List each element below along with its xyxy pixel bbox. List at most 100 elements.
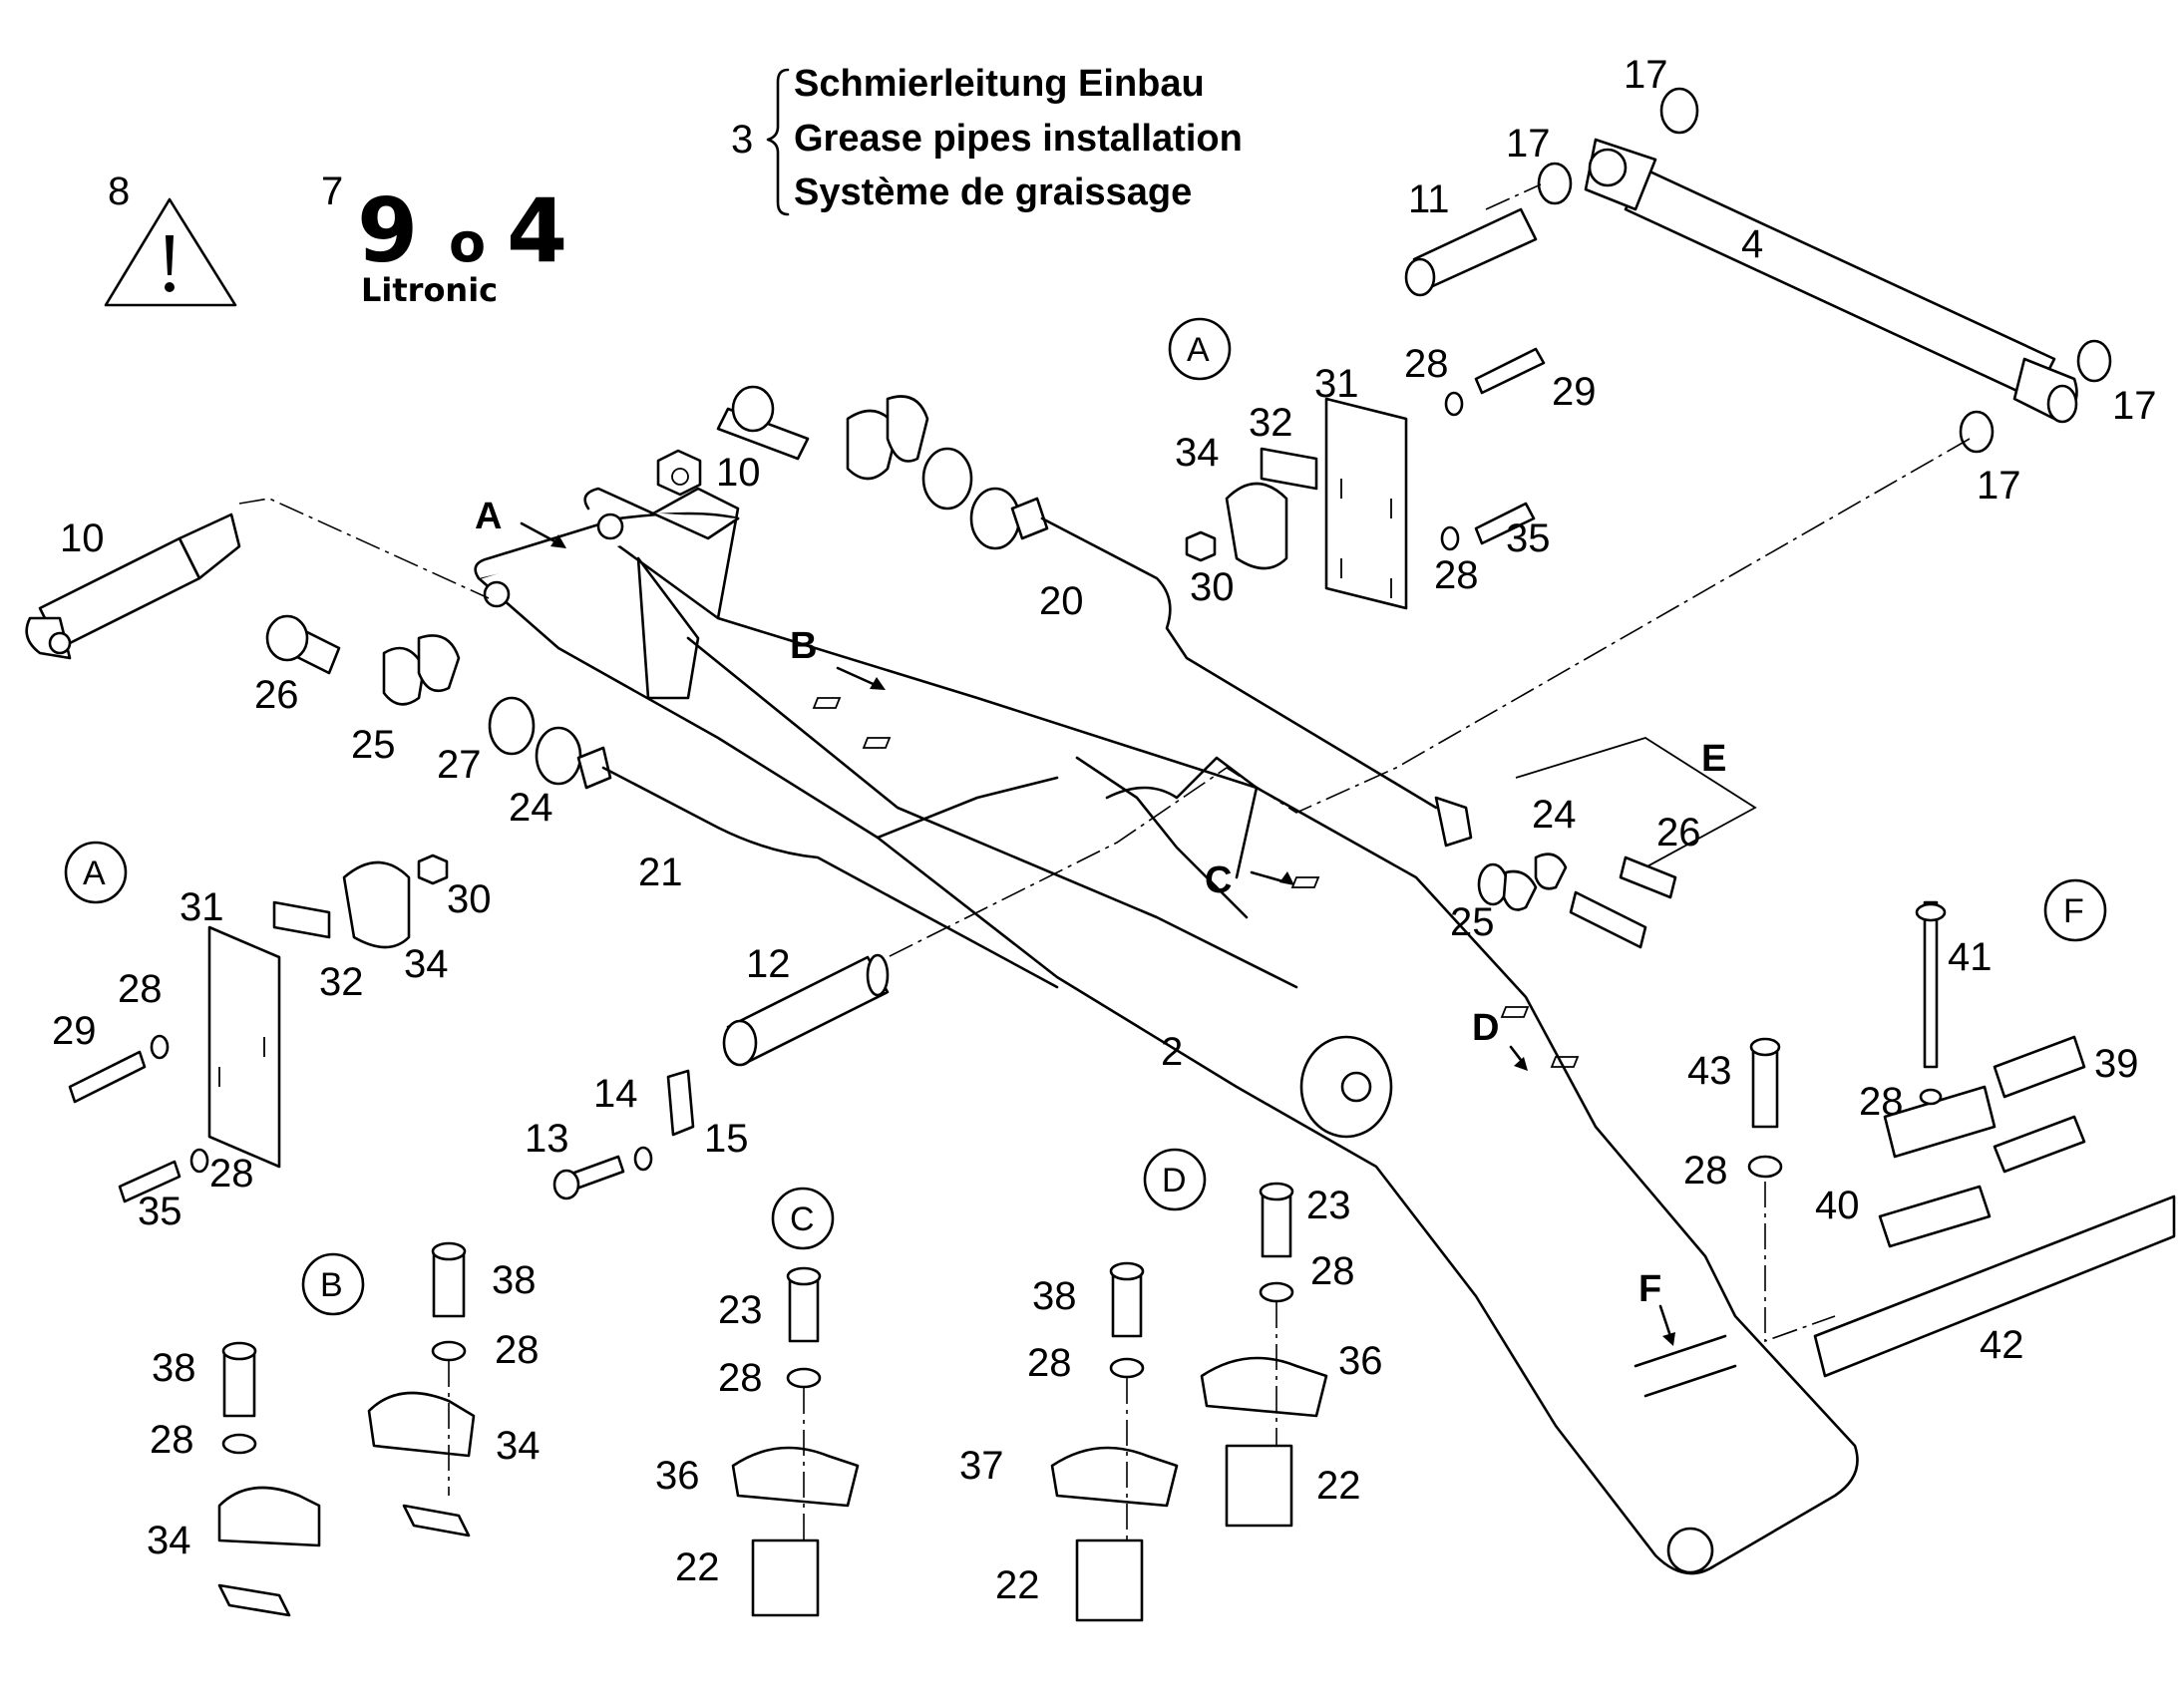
block-22b xyxy=(1075,1538,1144,1622)
grease-nipple xyxy=(1569,890,1647,949)
clamp-36a xyxy=(731,1446,860,1508)
callout-28: 28 xyxy=(209,1152,254,1196)
washer-28j xyxy=(1109,1357,1145,1379)
clamp-36b xyxy=(1200,1356,1328,1418)
bolt-23b xyxy=(1261,1190,1292,1258)
callout-28: 28 xyxy=(1683,1149,1728,1193)
callout-39: 39 xyxy=(2094,1042,2139,1086)
pipe-21 xyxy=(601,766,1059,989)
clamp-34d xyxy=(367,1391,476,1458)
exclamation-mark xyxy=(166,235,174,275)
callout-20: 20 xyxy=(1039,579,1084,623)
flange-assembly-lower xyxy=(265,614,1059,989)
flange-25-b xyxy=(417,634,461,693)
detail-a-top xyxy=(1185,347,1546,610)
callout-38: 38 xyxy=(1032,1274,1077,1318)
callout-24: 24 xyxy=(1532,793,1577,837)
block-32a xyxy=(1260,447,1318,491)
callout-36: 36 xyxy=(655,1454,700,1498)
callout-13: 13 xyxy=(525,1117,569,1161)
callout-28: 28 xyxy=(1434,553,1479,597)
callout-34: 34 xyxy=(404,942,449,986)
callout-14: 14 xyxy=(593,1072,638,1116)
bolt-43 xyxy=(1751,1045,1779,1129)
pointer-arrows xyxy=(520,521,1675,1346)
bolt-38b xyxy=(432,1249,466,1318)
block-32b xyxy=(272,900,331,939)
callout-17: 17 xyxy=(1624,53,1668,97)
callout-29: 29 xyxy=(52,1009,97,1053)
washer-28e xyxy=(1919,1088,1943,1106)
block-22a xyxy=(751,1538,820,1617)
washer-28h xyxy=(431,1340,467,1362)
callout-26: 26 xyxy=(254,673,299,717)
boom-assembly xyxy=(474,487,1859,1575)
washer-17a xyxy=(1659,87,1699,135)
callout-25: 25 xyxy=(1450,900,1495,944)
plate-31a xyxy=(1324,397,1408,610)
center-lines xyxy=(238,183,1971,958)
nut-10-top xyxy=(656,449,702,497)
callout-38: 38 xyxy=(492,1258,537,1302)
arrow-label-f: F xyxy=(1638,1268,1661,1310)
detail-circles: A A B C D F xyxy=(64,317,2107,1316)
pipe-20 xyxy=(1040,516,1438,810)
callout-28: 28 xyxy=(718,1356,763,1400)
title-block: 3 Schmierleitung Einbau Grease pipes ins… xyxy=(731,63,1243,216)
cylinder-tube xyxy=(1624,168,2056,401)
callout-11: 11 xyxy=(1408,177,1450,221)
callout-35: 35 xyxy=(138,1190,182,1233)
callout-28: 28 xyxy=(118,967,163,1011)
callout-27: 27 xyxy=(437,743,482,787)
plate-15 xyxy=(666,1069,695,1137)
fitting-20 xyxy=(1010,497,1049,540)
detail-circle-a-left: A xyxy=(83,854,106,892)
flange-assembly-upper xyxy=(716,385,1473,848)
callout-29: 29 xyxy=(1552,370,1597,414)
callout-32: 32 xyxy=(1249,401,1293,445)
callout-28: 28 xyxy=(150,1418,194,1462)
clamp-39-top xyxy=(1993,1035,2086,1099)
detail-b xyxy=(217,1241,476,1617)
detail-circle-d: D xyxy=(1162,1162,1187,1199)
clamp-40-top xyxy=(1883,1085,1997,1159)
strip-42 xyxy=(1813,1195,2176,1378)
logo-model-suffix: 4 xyxy=(507,179,567,282)
logo-brand: Litronic xyxy=(361,271,498,309)
callout-4: 4 xyxy=(1741,222,1763,266)
plate-31b xyxy=(207,925,281,1169)
callout-38: 38 xyxy=(152,1346,196,1390)
o-ring-27 xyxy=(488,696,536,756)
callout-10: 10 xyxy=(60,516,105,560)
callout-15: 15 xyxy=(704,1117,749,1161)
nut-30a xyxy=(1185,530,1217,562)
detail-circle-a-top: A xyxy=(1187,331,1210,369)
callout-22: 22 xyxy=(1316,1464,1361,1508)
nut-30b xyxy=(417,854,449,885)
callout-e: E xyxy=(1701,738,1726,780)
callout-28: 28 xyxy=(1310,1249,1355,1293)
pin-10-left xyxy=(25,512,241,660)
callout-23: 23 xyxy=(718,1288,763,1332)
flange-25b xyxy=(1502,869,1538,911)
litronic-logo: 7 9 o 4 Litronic xyxy=(321,170,567,309)
block-34d-base xyxy=(402,1504,471,1537)
callout-34: 34 xyxy=(1175,431,1220,475)
boom-body xyxy=(477,536,1859,1575)
bolt-41 xyxy=(1923,900,1939,1069)
bolt-29a xyxy=(1474,347,1546,395)
block-34c-base xyxy=(217,1583,291,1617)
callout-41: 41 xyxy=(1948,935,1993,979)
logo-number: 7 xyxy=(321,170,343,213)
logo-model: 9 xyxy=(357,179,418,282)
detail-d xyxy=(1050,1182,1328,1622)
bolt-26b xyxy=(1619,855,1677,899)
washer-28k xyxy=(1259,1281,1294,1303)
washer-14 xyxy=(633,1146,653,1172)
o-ring-24b xyxy=(1477,862,1509,906)
block-22c xyxy=(1225,1444,1293,1528)
callout-40: 40 xyxy=(1815,1184,1860,1227)
o-ring-upper-2 xyxy=(969,487,1021,550)
clamp-37 xyxy=(1050,1446,1179,1508)
